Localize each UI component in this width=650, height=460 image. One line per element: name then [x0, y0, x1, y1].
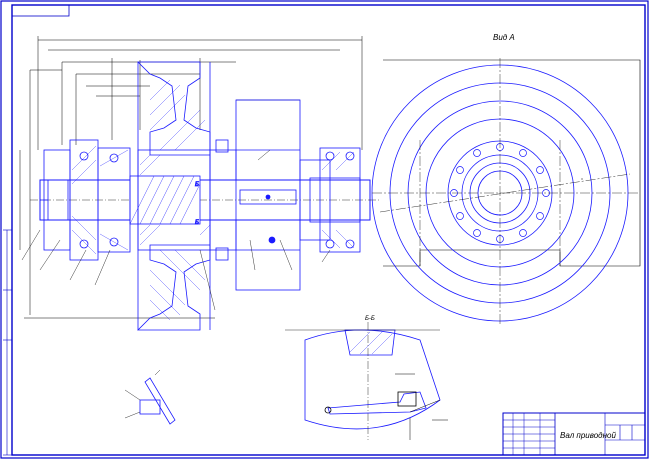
leader-lines	[21, 149, 331, 311]
drive-wheel	[137, 61, 211, 331]
end-view-a: Вид А	[371, 33, 641, 326]
section-b-b-label: Б-Б	[365, 316, 375, 322]
centre-lines	[372, 58, 640, 326]
drawing-title: Вал приводной	[560, 431, 616, 440]
left-bearing-housing	[40, 139, 131, 261]
shaft-hatching	[129, 175, 201, 225]
view-a-label: Вид А	[493, 33, 515, 42]
right-bearing-housing	[299, 147, 361, 253]
detail-view	[124, 369, 176, 425]
drum	[235, 99, 301, 291]
bushings	[209, 139, 237, 261]
cut-label-b: Б	[195, 220, 199, 226]
cut-label-a: Б	[195, 182, 199, 188]
title-block	[502, 412, 646, 456]
section-b-b: Б-Б	[285, 316, 448, 440]
left-margin-stamp	[3, 229, 12, 456]
shaft-assembly-section: Б Б	[19, 36, 380, 331]
